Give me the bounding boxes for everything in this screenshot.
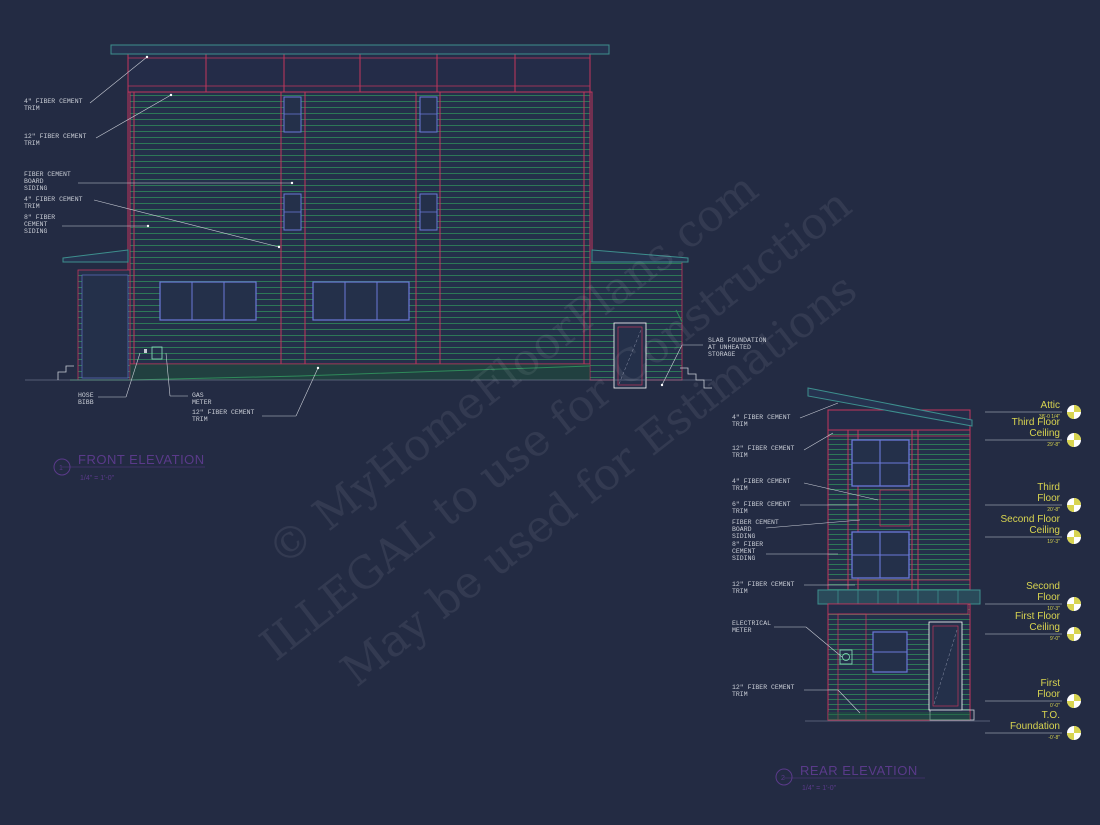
level-label: First Floor bbox=[1015, 611, 1061, 622]
level-elevation: 20'-8" bbox=[1047, 507, 1060, 513]
level-label: Floor bbox=[1037, 592, 1060, 603]
level-label: Third Floor bbox=[1012, 417, 1061, 428]
level-label: Floor bbox=[1037, 689, 1060, 700]
svg-text:1/4" = 1'-0": 1/4" = 1'-0" bbox=[80, 475, 115, 482]
level-label: Third bbox=[1037, 482, 1060, 493]
rear-floor-band bbox=[817, 589, 981, 605]
electrical-meter bbox=[839, 649, 853, 665]
level-label: Second Floor bbox=[1001, 514, 1061, 525]
level-label: First bbox=[1041, 678, 1061, 689]
level-label: Attic bbox=[1041, 400, 1060, 411]
front-storage-door bbox=[613, 322, 647, 389]
front-elevation-title: 1 FRONT ELEVATION 1/4" = 1'-0" bbox=[53, 452, 205, 482]
level-label: Ceiling bbox=[1029, 428, 1060, 439]
rear-leaders bbox=[765, 402, 879, 714]
rear-sloped-roof bbox=[807, 387, 973, 427]
svg-text:1/4" = 1'-0": 1/4" = 1'-0" bbox=[802, 785, 837, 792]
rear-elevation bbox=[805, 387, 990, 722]
svg-text:REAR ELEVATION: REAR ELEVATION bbox=[800, 763, 918, 778]
front-window-upper-right bbox=[419, 96, 438, 133]
level-label: Ceiling bbox=[1029, 525, 1060, 536]
front-window-upper-left bbox=[283, 96, 302, 133]
rear-elevation-title: 2 REAR ELEVATION 1/4" = 1'-0" bbox=[775, 763, 925, 792]
level-label: Second bbox=[1026, 581, 1060, 592]
front-left-garage-opening bbox=[81, 274, 129, 379]
front-grade bbox=[130, 364, 590, 380]
front-main-siding bbox=[129, 91, 591, 365]
level-label: T.O. bbox=[1042, 710, 1060, 721]
front-leaders bbox=[62, 56, 703, 417]
svg-text:FRONT ELEVATION: FRONT ELEVATION bbox=[78, 452, 205, 467]
level-elevation: 10'-3" bbox=[1047, 606, 1060, 612]
svg-text:1: 1 bbox=[59, 465, 63, 472]
level-label: Foundation bbox=[1010, 721, 1060, 732]
level-elevation: 9'-0" bbox=[1050, 636, 1060, 642]
level-elevation: 19'-3" bbox=[1047, 539, 1060, 545]
level-elevation: -0'-8" bbox=[1048, 735, 1060, 741]
level-elevation: 38'-0 1/4" bbox=[1039, 414, 1060, 420]
level-elevation: 0'-0" bbox=[1050, 703, 1060, 709]
front-parapet-band bbox=[127, 52, 591, 93]
level-attic: Attic 38'-0 1/4" bbox=[985, 400, 1081, 420]
level-label: Floor bbox=[1037, 493, 1060, 504]
rear-entry-door bbox=[928, 621, 963, 711]
gas-meter bbox=[151, 346, 163, 360]
front-window-triple-left bbox=[159, 281, 257, 321]
front-roof-cap bbox=[110, 44, 610, 55]
front-window-triple-right bbox=[312, 281, 410, 321]
front-elevation bbox=[25, 44, 712, 389]
svg-text:2: 2 bbox=[781, 775, 785, 782]
level-foundation: T.O.Foundation -0'-8" bbox=[985, 710, 1081, 741]
level-label: Ceiling bbox=[1029, 622, 1060, 633]
level-elevation: 29'-8" bbox=[1047, 442, 1060, 448]
